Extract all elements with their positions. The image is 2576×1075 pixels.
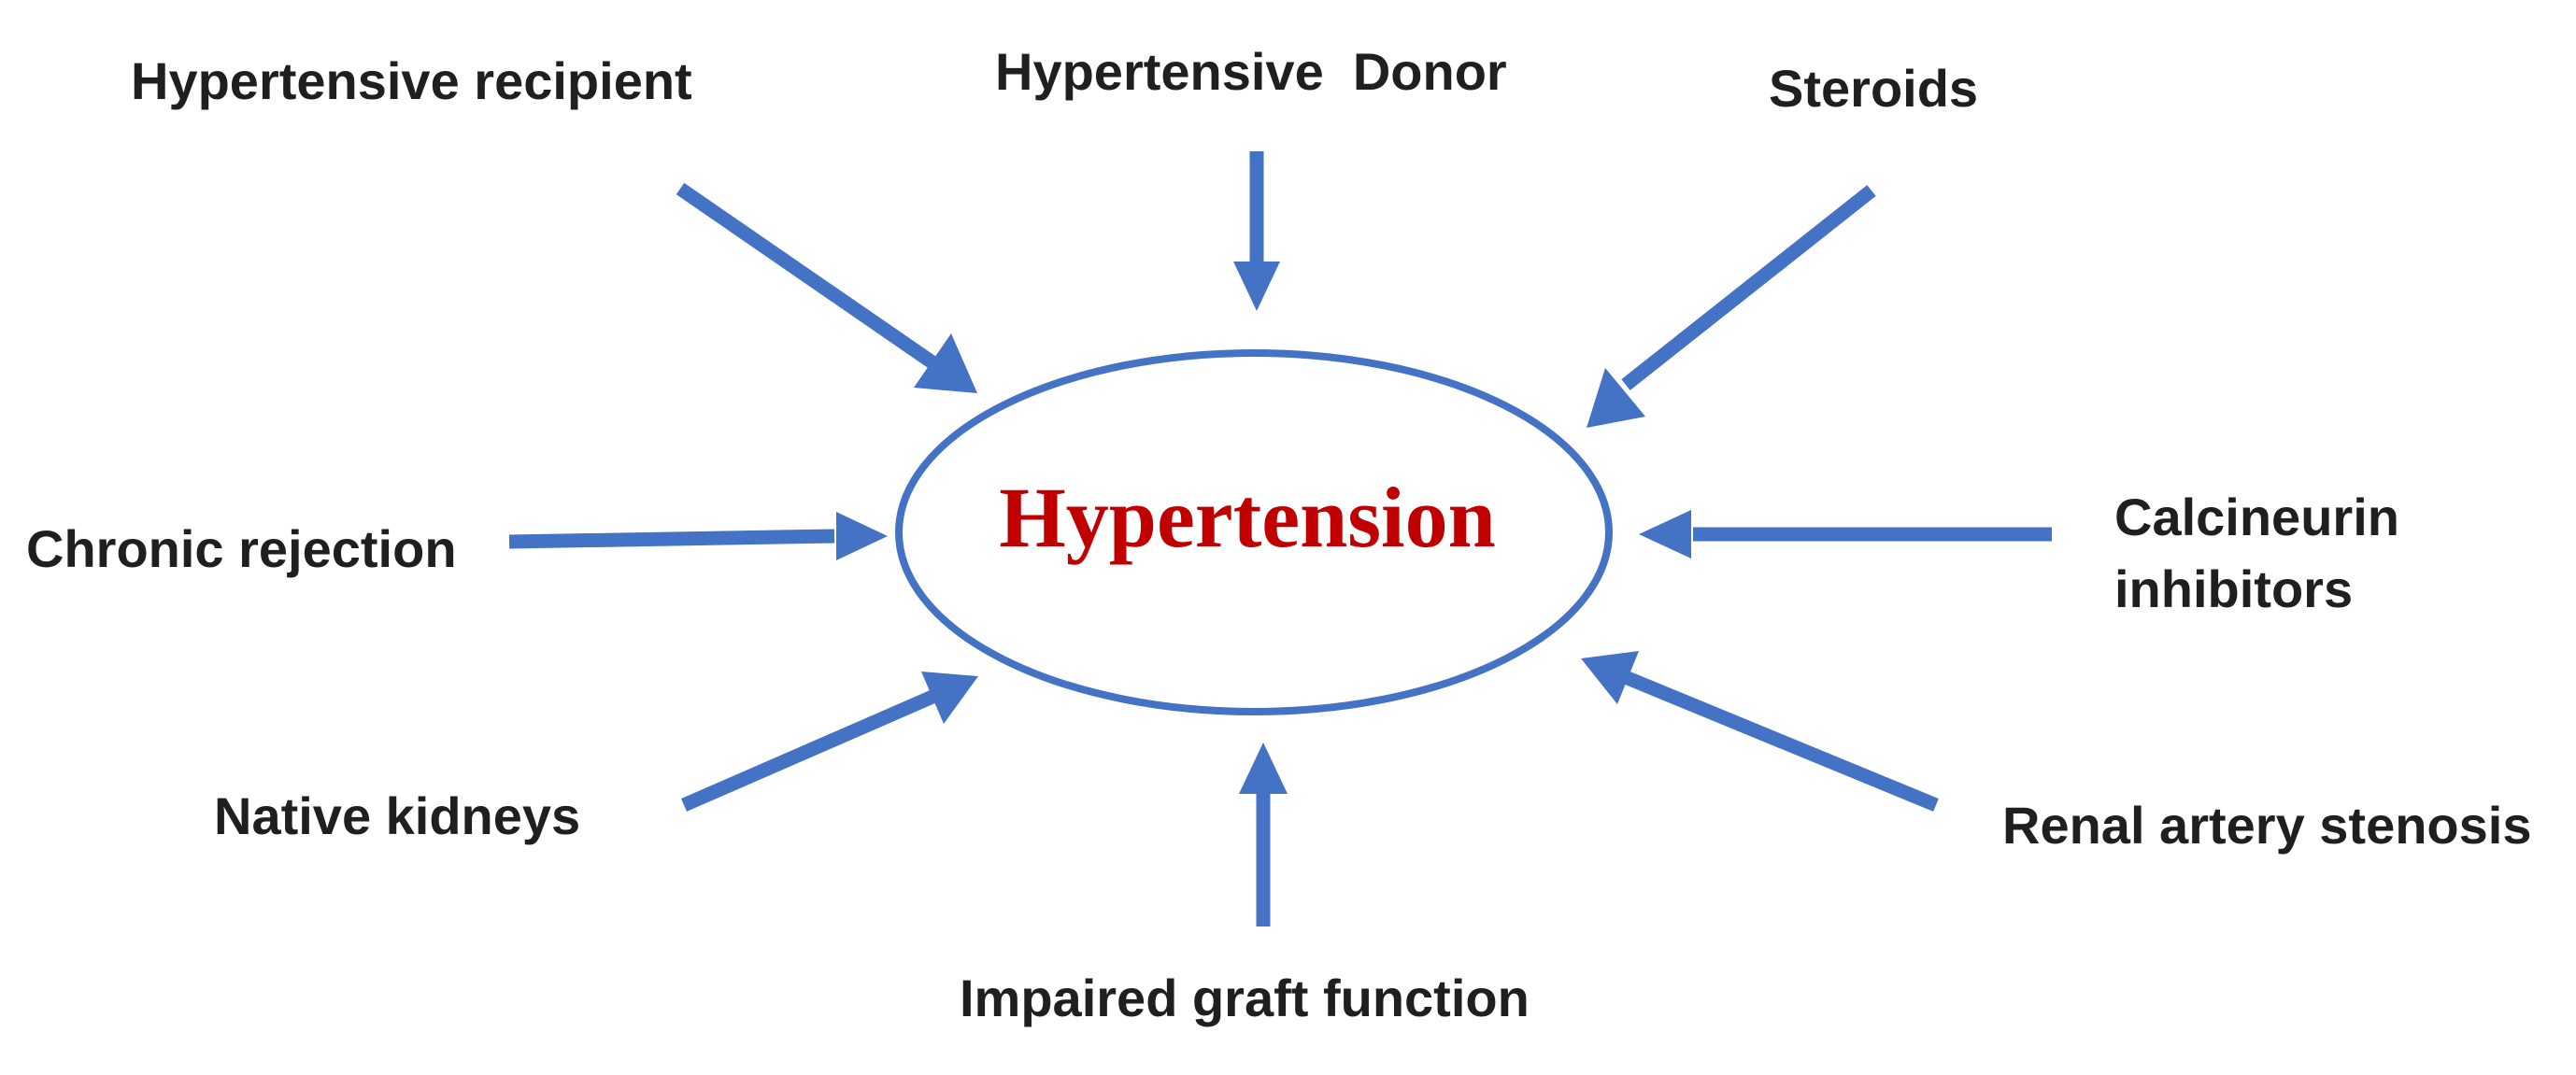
label-hypertensive-donor: Hypertensive Donor — [995, 42, 1507, 101]
label-calcineurin-inhibitors-line2: inhibitors — [2114, 559, 2353, 618]
label-native-kidneys: Native kidneys — [214, 786, 580, 845]
arrow-calcineurin-inhibitors — [1639, 510, 2052, 559]
hypertension-center-label: Hypertension — [999, 470, 1496, 565]
hypertension-ellipse — [895, 349, 1613, 715]
label-hypertensive-recipient: Hypertensive recipient — [131, 51, 692, 110]
label-chronic-rejection: Chronic rejection — [26, 519, 457, 578]
label-steroids: Steroids — [1769, 59, 1978, 118]
label-calcineurin-inhibitors-line1: Calcineurin — [2114, 488, 2399, 546]
arrow-hypertensive-recipient — [676, 182, 977, 393]
label-impaired-graft-function: Impaired graft function — [960, 969, 1530, 1027]
arrow-native-kidneys — [681, 672, 978, 812]
label-renal-artery-stenosis: Renal artery stenosis — [2002, 796, 2531, 855]
arrow-chronic-rejection — [508, 512, 888, 560]
arrow-hypertensive-donor — [1233, 151, 1280, 311]
arrow-renal-artery-stenosis — [1581, 651, 1939, 812]
arrow-impaired-graft-function — [1239, 743, 1288, 926]
arrow-steroids — [1587, 185, 1876, 428]
